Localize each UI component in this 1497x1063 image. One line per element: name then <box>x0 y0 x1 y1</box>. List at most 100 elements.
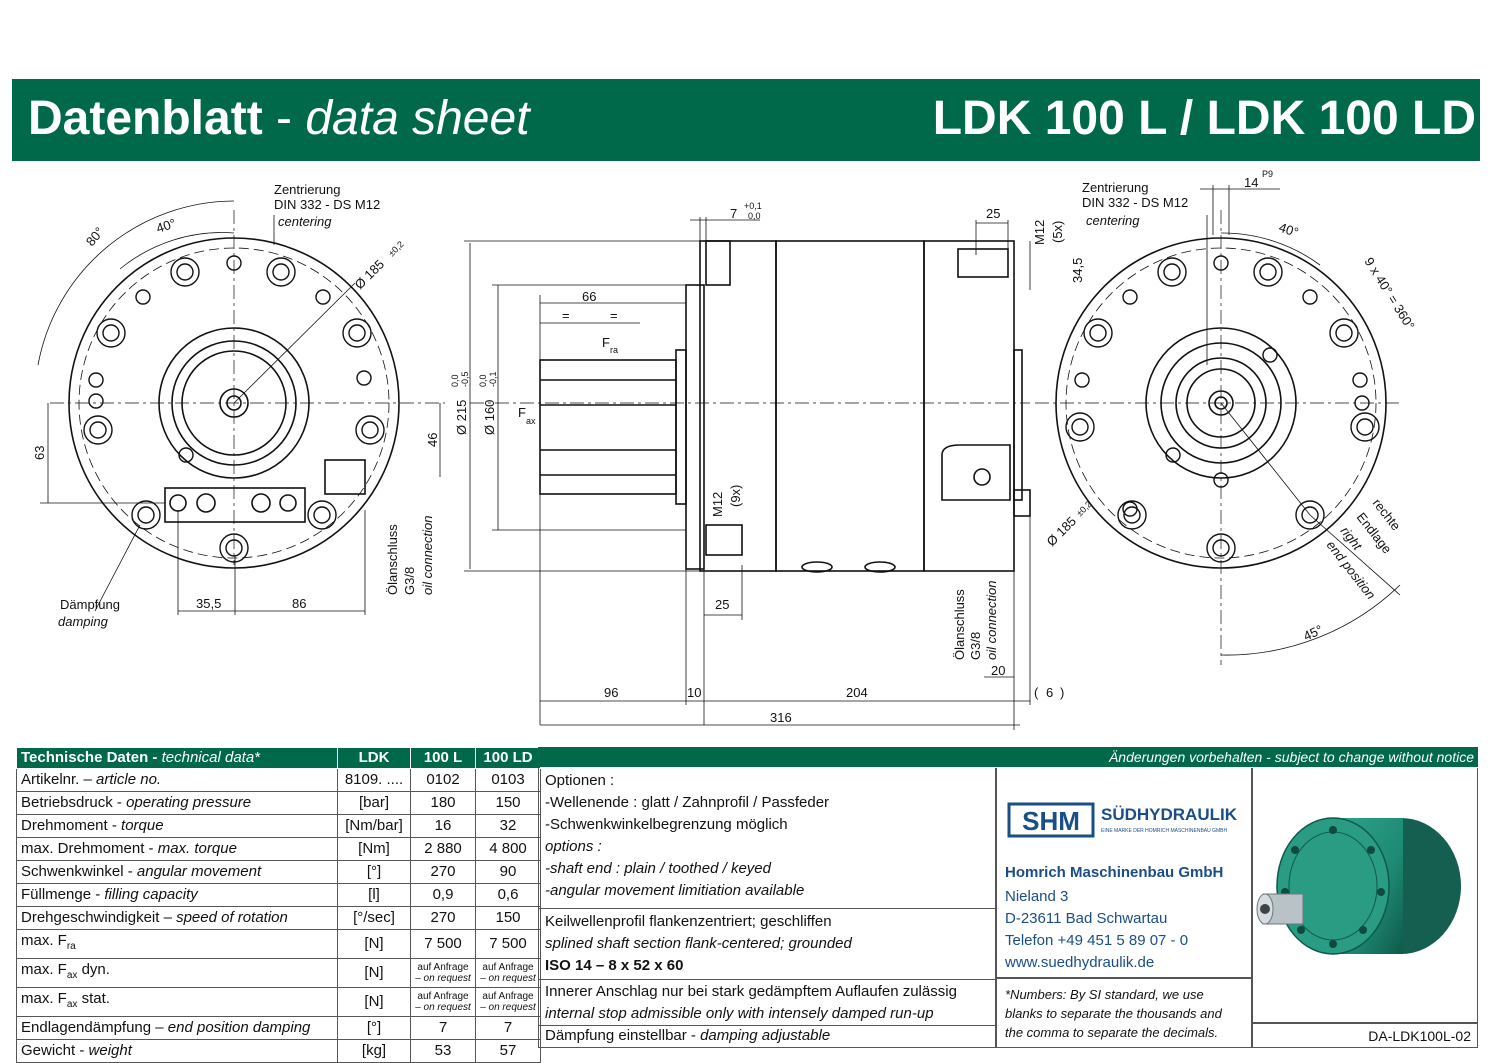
tech-head-label: Technische Daten - technical data* <box>16 747 338 769</box>
dim-63: 63 <box>32 446 47 460</box>
damping-en: damping <box>58 614 109 629</box>
company-street: Nieland 3 <box>1005 888 1069 905</box>
table-row: Schwenkwinkel - angular movement [°] 270… <box>16 860 541 884</box>
company-website[interactable]: www.suedhydraulik.de <box>1005 954 1155 971</box>
centering-label-right: Zentrierung <box>1082 180 1148 195</box>
table-row: Drehgeschwindigkeit – speed of rotation … <box>16 906 541 930</box>
tech-head-ldk: LDK <box>337 747 411 769</box>
footnote: *Numbers: By SI standard, we use blanks … <box>996 978 1252 1048</box>
company-phone: Telefon +49 451 5 89 07 - 0 <box>1005 932 1189 949</box>
change-notice: Änderungen vorbehalten - subject to chan… <box>538 747 1478 767</box>
tech-table-header: Technische Daten - technical data* LDK 1… <box>16 747 541 769</box>
oil-connection-label-left: Ölanschluss <box>385 524 400 595</box>
centering-en: centering <box>278 214 332 229</box>
dim-86: 86 <box>292 596 306 611</box>
dim-6: 6 <box>1046 685 1053 700</box>
angle-45: 45° <box>1301 622 1325 644</box>
model-title: LDK 100 L / LDK 100 LD <box>932 92 1476 145</box>
thread-count-5x: (5x) <box>1050 221 1065 243</box>
table-row: Betriebsdruck - operating pressure [bar]… <box>16 791 541 815</box>
thread-count-9x: (9x) <box>728 485 743 507</box>
options-panel: Optionen : -Wellenende : glatt / Zahnpro… <box>538 768 996 1048</box>
table-row: max. Fax dyn. [N] auf Anfrage– on reques… <box>16 958 541 988</box>
dim-34-5: 34,5 <box>1070 258 1085 283</box>
dim-35-5: 35,5 <box>196 596 221 611</box>
company-city: D-23611 Bad Schwartau <box>1005 910 1168 927</box>
tech-data-table: Technische Daten - technical data* LDK 1… <box>16 747 541 1063</box>
diameter-160-tol-top: 0,0 <box>478 374 488 387</box>
dim-46: 46 <box>425 433 440 447</box>
angle-40-right: 40° <box>1277 220 1300 240</box>
tech-head-100ld: 100 LD <box>475 747 541 769</box>
force-axial-sub: ax <box>526 416 536 426</box>
force-radial: F <box>602 335 610 350</box>
dim-316: 316 <box>770 710 792 725</box>
oil-thread-left: G3/8 <box>402 567 417 595</box>
dim-7-tol-top: +0,1 <box>744 201 762 211</box>
table-row: max. Fax stat. [N] auf Anfrage– on reque… <box>16 987 541 1017</box>
oil-thread-side: G3/8 <box>968 632 983 660</box>
centering-norm-right: DIN 332 - DS M12 <box>1082 195 1188 210</box>
diameter-185-tol: ±0,2 <box>386 239 405 258</box>
centering-norm: DIN 332 - DS M12 <box>274 197 380 212</box>
diameter-160: Ø 160 <box>482 400 497 435</box>
dim-25-lower: 25 <box>715 597 729 612</box>
force-radial-sub: ra <box>610 345 618 355</box>
diameter-185: Ø 185 <box>352 256 388 292</box>
front-view-right <box>1035 185 1401 665</box>
angle-80: 80° <box>83 224 107 249</box>
table-row: Füllmenge - filling capacity [l] 0,9 0,6 <box>16 883 541 907</box>
diameter-215-tol-bot: -0,5 <box>460 371 470 387</box>
dim-14-fit: P9 <box>1262 169 1273 179</box>
diameter-215: Ø 215 <box>454 400 469 435</box>
table-row: max. Drehmoment - max. torque [Nm] 2 880… <box>16 837 541 861</box>
dim-7-tol-bot: 0,0 <box>748 211 761 221</box>
dim-6-close: ) <box>1060 685 1064 700</box>
force-axial: F <box>518 405 526 420</box>
side-view <box>464 217 1031 730</box>
thread-m12-5x: M12 <box>1032 220 1047 245</box>
centering-en-right: centering <box>1086 213 1140 228</box>
technical-drawing: Zentrierung DIN 332 - DS M12 centering 8… <box>32 169 1418 730</box>
diameter-185-right: Ø 185 <box>1044 513 1080 549</box>
company-panel: SHM SÜDHYDRAULIK EINE MARKE DER HOMRICH … <box>996 768 1252 978</box>
oil-connection-en-side: oil connection <box>984 581 999 661</box>
eq-left: = <box>562 308 570 323</box>
diameter-215-tol-top: 0,0 <box>450 374 460 387</box>
table-row: Artikelnr. – article no. 8109. .... 0102… <box>16 768 541 792</box>
oil-connection-en-left: oil connection <box>420 516 435 596</box>
header-banner: Datenblatt - data sheet LDK 100 L / LDK … <box>12 79 1480 161</box>
dim-6-open: ( <box>1034 685 1039 700</box>
page-title: Datenblatt - data sheet <box>28 92 530 145</box>
hole-pattern: 9 x 40° = 360° <box>1361 255 1417 333</box>
company-logo: SHM SÜDHYDRAULIK EINE MARKE DER HOMRICH … <box>1007 802 1238 838</box>
oil-connection-label-side: Ölanschluss <box>952 589 967 660</box>
product-image <box>1252 768 1478 1023</box>
dim-7: 7 <box>730 206 737 221</box>
damping-label: Dämpfung <box>60 597 120 612</box>
tech-head-100l: 100 L <box>410 747 476 769</box>
product-render <box>1256 817 1461 955</box>
angle-40: 40° <box>154 216 177 236</box>
dim-14: 14 <box>1244 175 1258 190</box>
dim-20: 20 <box>991 663 1005 678</box>
dim-25-upper: 25 <box>986 206 1000 221</box>
company-name: Homrich Maschinenbau GmbH <box>1005 864 1224 881</box>
diameter-160-tol-bot: -0,1 <box>488 371 498 387</box>
front-view-left <box>37 200 445 615</box>
dim-66: 66 <box>582 289 596 304</box>
table-row: Gewicht - weight [kg] 53 57 <box>16 1039 541 1063</box>
svg-text:SÜDHYDRAULIK: SÜDHYDRAULIK <box>1101 805 1238 824</box>
document-id: DA-LDK100L-02 <box>1252 1023 1478 1048</box>
dim-96: 96 <box>604 685 618 700</box>
diameter-185-tol-right: ±0,2 <box>1074 499 1093 518</box>
dim-204: 204 <box>846 685 868 700</box>
table-row: max. Fra [N] 7 500 7 500 <box>16 929 541 959</box>
centering-label: Zentrierung <box>274 182 340 197</box>
table-row: Drehmoment - torque [Nm/bar] 16 32 <box>16 814 541 838</box>
svg-text:SHM: SHM <box>1022 806 1080 836</box>
table-row: Endlagendämpfung – end position damping … <box>16 1016 541 1040</box>
dim-10: 10 <box>687 685 701 700</box>
svg-text:EINE MARKE DER HOMRICH MASCHIN: EINE MARKE DER HOMRICH MASCHINENBAU GMBH <box>1101 828 1228 834</box>
thread-m12-9x: M12 <box>710 492 725 517</box>
